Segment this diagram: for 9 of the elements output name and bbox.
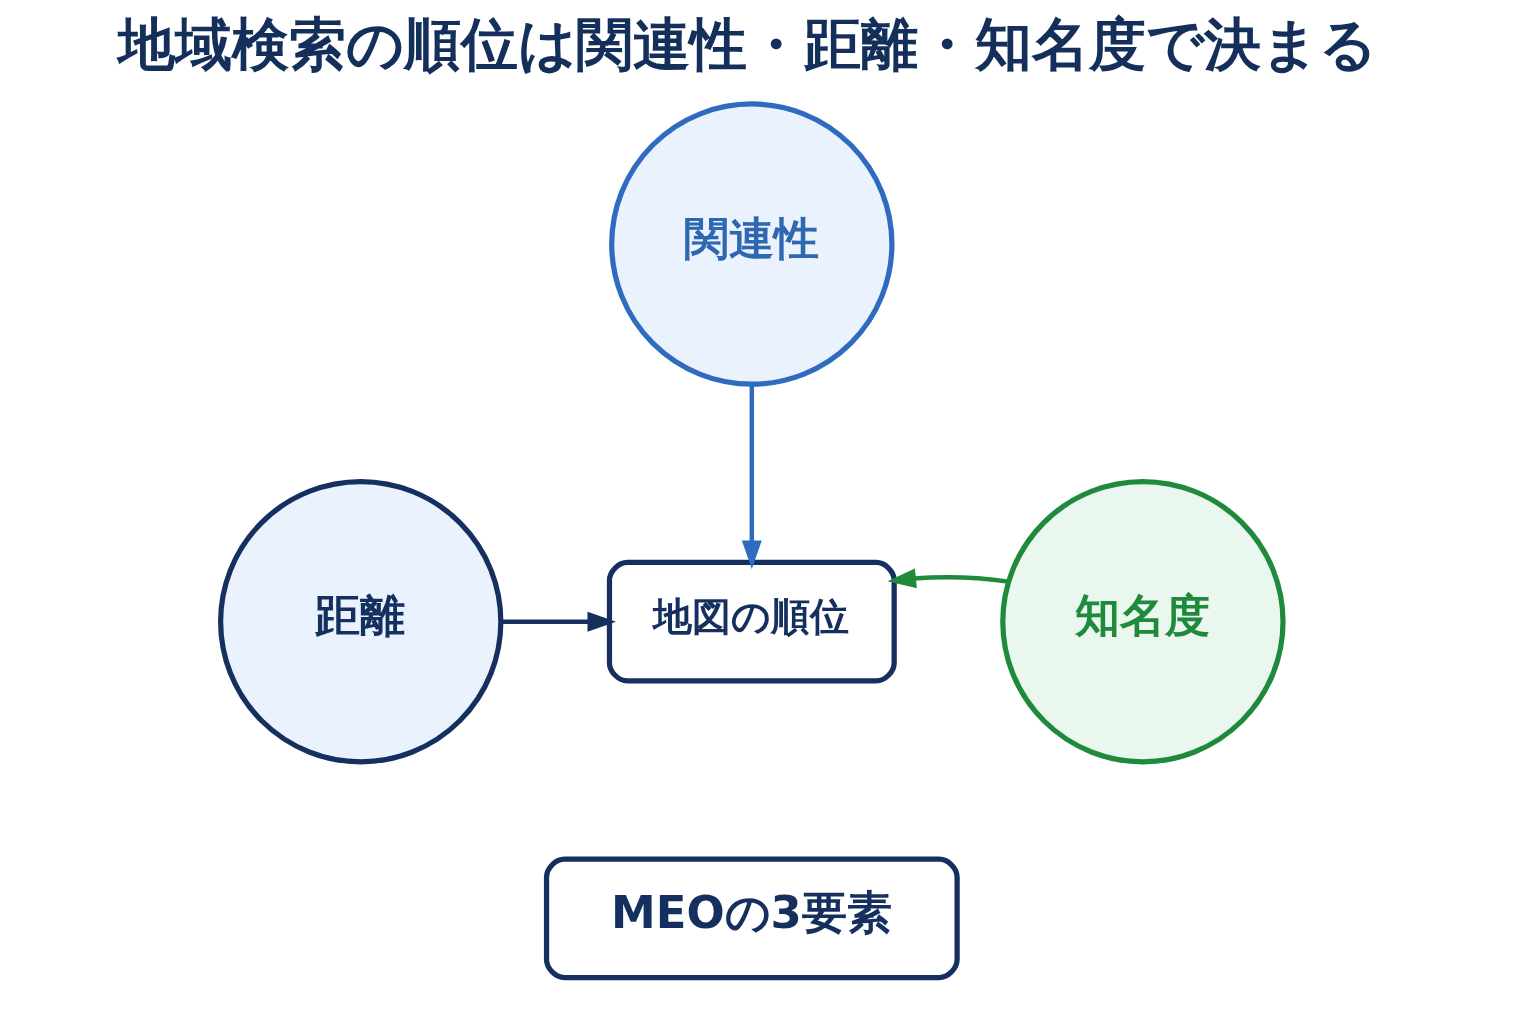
arrow: [500, 611, 616, 632]
node-circle: 関連性: [609, 101, 895, 387]
arrow: [887, 568, 1009, 589]
diagram-title: 地域検索の順位は関連性・距離・知名度で決まる: [117, 11, 1377, 78]
arrow: [741, 384, 762, 569]
node-box: 地図の順位: [606, 559, 897, 684]
node-box: MEOの3要素: [543, 856, 960, 981]
node-circle: 距離: [218, 478, 504, 765]
node-circle: 知名度: [1000, 478, 1286, 765]
